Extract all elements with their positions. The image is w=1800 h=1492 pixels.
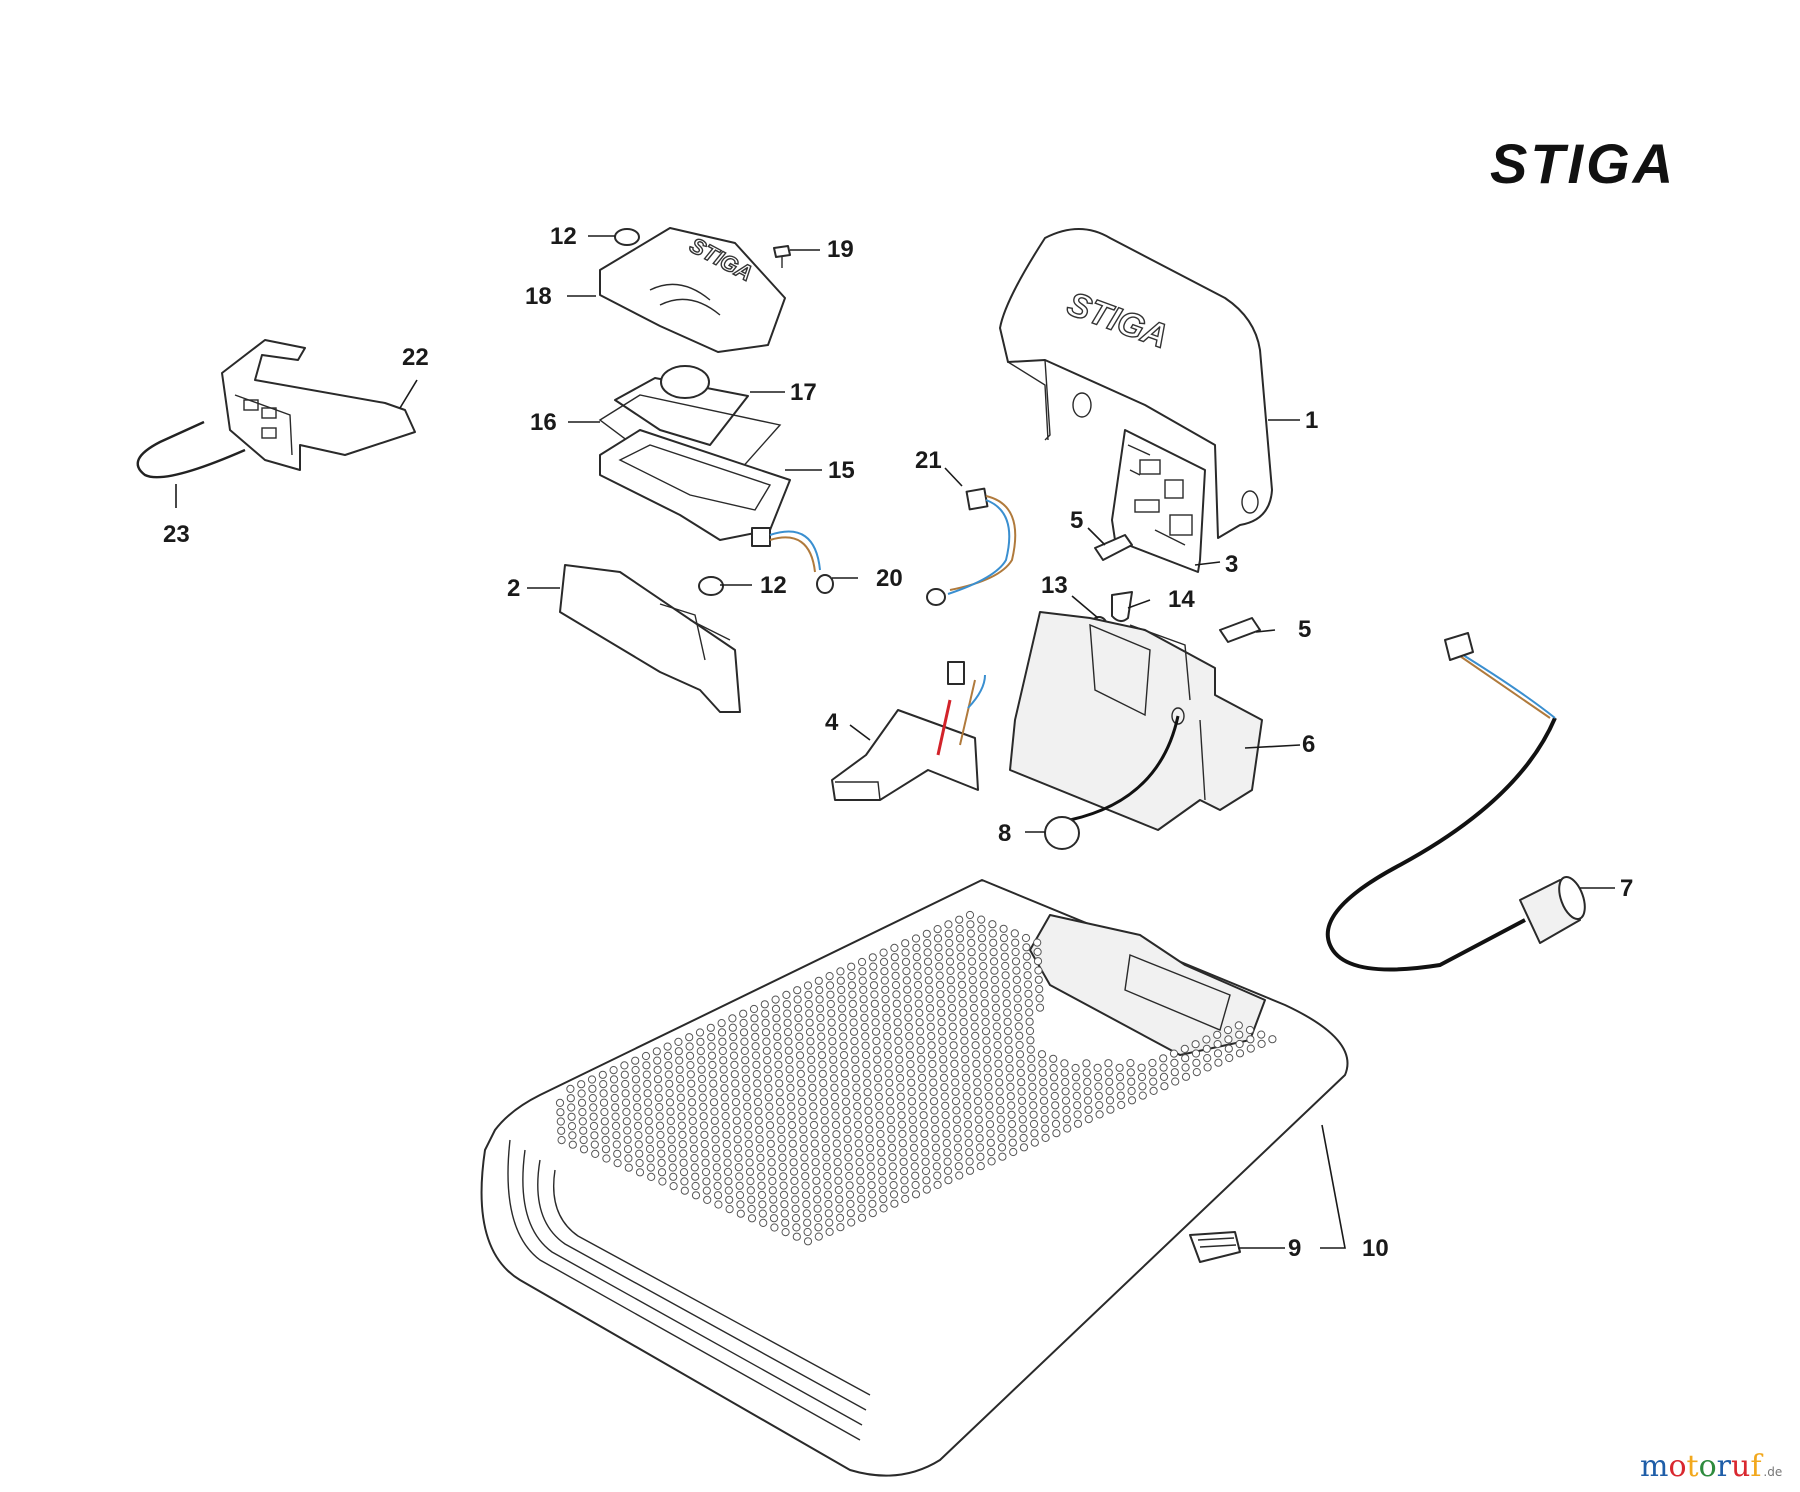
callout-15: 15 bbox=[828, 457, 855, 484]
part-15-base-tray bbox=[599, 429, 791, 541]
plate-ventilation-holes bbox=[555, 910, 1277, 1246]
part-7-power-cable bbox=[1325, 632, 1586, 972]
callout-7: 7 bbox=[1620, 875, 1633, 902]
part-cover: STIGA bbox=[999, 228, 1273, 539]
part-4-connector bbox=[831, 661, 986, 801]
watermark: motoruf.de bbox=[1640, 1449, 1782, 1484]
callout-5-upper: 5 bbox=[1070, 507, 1083, 534]
callout-13: 13 bbox=[1041, 572, 1068, 599]
part-23-wire-loop bbox=[136, 420, 246, 479]
callout-1: 1 bbox=[1305, 407, 1318, 434]
part-2-bracket bbox=[559, 564, 741, 713]
stiga-logo: STIGA bbox=[1490, 132, 1676, 195]
callout-10: 10 bbox=[1362, 1235, 1389, 1262]
part-12-nut-top bbox=[614, 228, 640, 246]
part-17-module bbox=[614, 365, 749, 446]
callout-22: 22 bbox=[402, 344, 429, 371]
part-clip-upper bbox=[1094, 534, 1133, 561]
callout-2: 2 bbox=[507, 575, 520, 602]
callout-23: 23 bbox=[163, 521, 190, 548]
part-19-screw bbox=[773, 245, 791, 268]
part-18-upper-housing: STIGA bbox=[599, 227, 786, 353]
watermark-text: motoruf bbox=[1640, 1449, 1763, 1484]
part-14-cap bbox=[1111, 591, 1133, 622]
part-9-contact-strip bbox=[1189, 1231, 1241, 1263]
watermark-suffix: .de bbox=[1763, 1465, 1782, 1479]
part-housing bbox=[1009, 611, 1263, 831]
callout-17: 17 bbox=[790, 379, 817, 406]
part-circuit-board bbox=[1111, 429, 1206, 573]
callout-4: 4 bbox=[825, 709, 839, 736]
part-clip-right bbox=[1219, 617, 1261, 643]
part-22-holder bbox=[221, 339, 416, 471]
callout-5-right: 5 bbox=[1298, 616, 1311, 643]
part-20-cable bbox=[751, 527, 834, 594]
callout-18: 18 bbox=[525, 283, 552, 310]
callout-3: 3 bbox=[1225, 551, 1238, 578]
part-21-cable bbox=[926, 487, 1017, 606]
callout-12-lower: 12 bbox=[760, 572, 787, 599]
callout-9: 9 bbox=[1288, 1235, 1301, 1262]
callout-20: 20 bbox=[876, 565, 903, 592]
part-8-cable-plug bbox=[1044, 715, 1180, 850]
callout-6: 6 bbox=[1302, 731, 1315, 758]
callout-numbers: 1 3 5 5 13 14 6 7 8 9 10 4 2 12 20 21 12… bbox=[163, 223, 1633, 1262]
callout-19: 19 bbox=[827, 236, 854, 263]
part-base-plate bbox=[480, 879, 1349, 1477]
callout-8: 8 bbox=[998, 820, 1011, 847]
callout-21: 21 bbox=[915, 447, 942, 474]
callout-14: 14 bbox=[1168, 586, 1195, 613]
leader-lines bbox=[175, 235, 1615, 1249]
callout-16: 16 bbox=[530, 409, 557, 436]
part-12-nut-lower bbox=[698, 576, 724, 596]
callout-12-top: 12 bbox=[550, 223, 577, 250]
